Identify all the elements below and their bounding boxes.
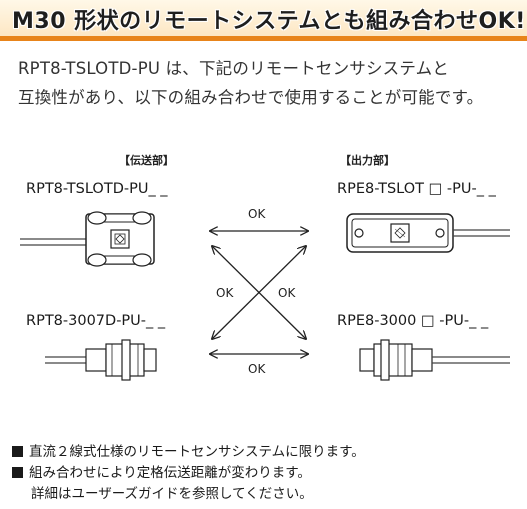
note-1-text: 直流２線式仕様のリモートセンサシステムに限ります。 — [29, 444, 365, 460]
intro-line-1: RPT8-TSLOTD-PU は、下記のリモートセンサシステムと — [18, 59, 449, 78]
tslot-transmitter-sensor-icon — [20, 211, 155, 267]
header-accent-rule — [0, 36, 527, 41]
output-model-tslot: RPE8-TSLOT □ -PU-_ _ — [337, 181, 496, 197]
output-heading: 【出力部】 — [340, 154, 395, 167]
arrow-diagonal-up — [212, 246, 306, 339]
ok-label-top: OK — [248, 207, 266, 221]
note-2: 組み合わせにより定格伝送距離が変わります。 — [12, 463, 522, 484]
page-title: M30 形状のリモートシステムとも組み合わせOK! — [12, 9, 526, 34]
transmitter-model-3007d: RPT8-3007D-PU-_ _ — [26, 313, 166, 329]
output-model-3000: RPE8-3000 □ -PU-_ _ — [337, 313, 489, 329]
ok-label-bottom: OK — [248, 362, 266, 376]
note-2-text: 組み合わせにより定格伝送距離が変わります。 — [29, 465, 311, 481]
notes: 直流２線式仕様のリモートセンサシステムに限ります。 組み合わせにより定格伝送距離… — [12, 442, 522, 505]
header-banner: M30 形状のリモートシステムとも組み合わせOK! — [0, 0, 527, 36]
bullet-icon — [12, 446, 23, 457]
note-2-continuation: 詳細はユーザーズガイドを参照してください。 — [31, 486, 313, 502]
cylindrical-output-sensor-icon — [359, 339, 510, 381]
intro-line-2: 互換性があり、以下の組み合わせで使用することが可能です。 — [18, 88, 484, 107]
transmitter-model-tslotd: RPT8-TSLOTD-PU_ _ — [26, 181, 168, 197]
ok-label-right: OK — [278, 286, 296, 300]
note-1: 直流２線式仕様のリモートセンサシステムに限ります。 — [12, 442, 522, 463]
ok-label-left: OK — [216, 286, 234, 300]
transmitter-heading: 【伝送部】 — [119, 154, 174, 167]
intro-text: RPT8-TSLOTD-PU は、下記のリモートセンサシステムと 互換性があり、… — [18, 54, 523, 112]
bullet-icon — [12, 467, 23, 478]
tslot-output-sensor-icon — [346, 213, 510, 253]
cylindrical-transmitter-sensor-icon — [45, 339, 157, 381]
